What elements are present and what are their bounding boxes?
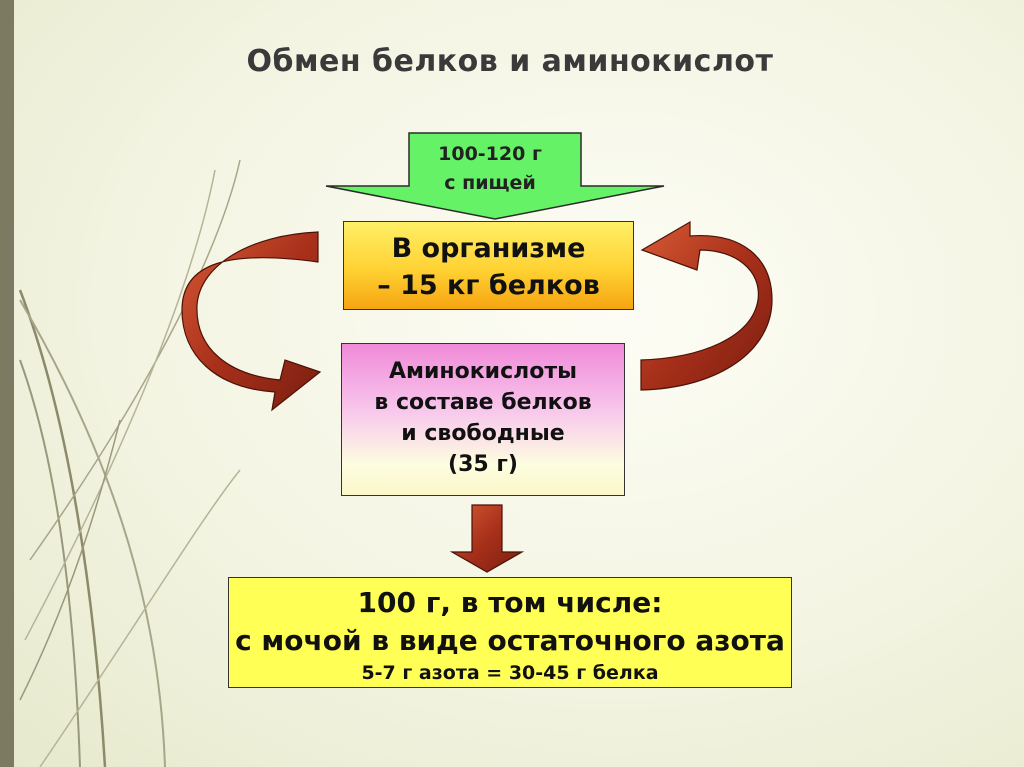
intake-arrow xyxy=(325,132,665,220)
organism-line-2: – 15 кг белков xyxy=(377,270,600,301)
organism-line-1: В организме xyxy=(391,233,586,264)
intake-amount: 100-120 г xyxy=(438,143,542,165)
excretion-line-3: 5-7 г азота = 30-45 г белка xyxy=(361,662,659,684)
excretion-line-2: с мочой в виде остаточного азота xyxy=(235,624,785,657)
excretion-box: 100 г, в том числе: с мочой в виде остат… xyxy=(228,577,792,688)
excretion-line-1: 100 г, в том числе: xyxy=(357,586,663,619)
slide-side-bar xyxy=(0,0,14,767)
amino-line-2: в составе белков xyxy=(374,390,592,415)
output-arrow xyxy=(449,504,525,573)
amino-line-1: Аминокислоты xyxy=(389,359,577,384)
amino-line-3: и свободные xyxy=(401,421,565,446)
left-cycle-arrow xyxy=(181,231,322,412)
right-cycle-arrow xyxy=(640,220,773,391)
intake-source: с пищей xyxy=(444,172,536,194)
amino-acids-box: Аминокислоты в составе белков и свободны… xyxy=(341,343,625,496)
amino-line-4: (35 г) xyxy=(448,452,518,477)
organism-protein-box: В организме – 15 кг белков xyxy=(343,221,634,310)
intake-label: 100-120 г с пищей xyxy=(400,140,580,198)
slide-title: Обмен белков и аминокислот xyxy=(246,44,774,79)
